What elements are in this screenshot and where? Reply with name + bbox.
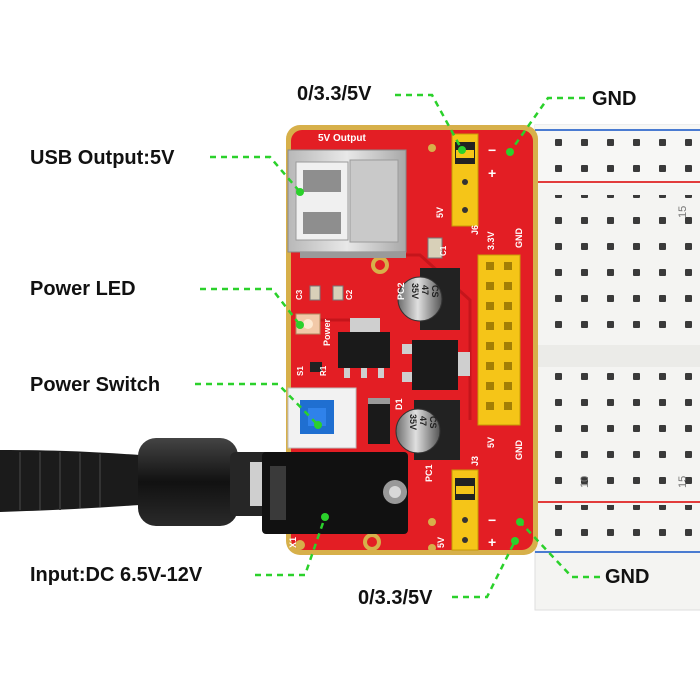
cap-bottom-text-cs: CS	[428, 416, 438, 429]
silk-power: Power	[322, 318, 332, 346]
leader-bottom-gnd	[519, 521, 600, 579]
silk-plus-top: +	[488, 165, 496, 181]
silk-j6: J6	[470, 225, 480, 235]
silk-gnd-top: GND	[514, 228, 524, 249]
row-number-15-bottom: 15	[677, 476, 689, 488]
capacitor-top	[397, 268, 460, 330]
cap-top-text-cs: CS	[430, 285, 440, 298]
silk-minus-top: −	[488, 142, 496, 158]
silk-3v3: 3.3V	[486, 231, 496, 250]
silk-x1: X1	[288, 537, 298, 548]
usb-port	[287, 149, 407, 258]
leader-power-led	[200, 287, 301, 326]
leader-power-switch	[195, 382, 319, 426]
breadboard: 15 10 15	[534, 124, 700, 611]
silk-c2: C2	[345, 289, 354, 300]
callout-top-voltage: 0/3.3/5V	[297, 83, 372, 105]
silk-5v-top: 5V	[435, 207, 445, 218]
diode	[368, 398, 390, 444]
callout-bottom-gnd: GND	[605, 566, 650, 588]
callout-usb-output: USB Output:5V	[30, 147, 175, 169]
silk-c1: C1	[439, 245, 448, 256]
power-switch-component	[287, 387, 357, 449]
callout-lines	[195, 93, 600, 599]
cap-bottom-text-35v: 35V	[408, 414, 418, 430]
silk-5v-right: 5V	[486, 437, 496, 448]
callout-dots	[296, 146, 524, 545]
callout-power-switch: Power Switch	[30, 374, 161, 396]
callout-input-dc: Input:DC 6.5V-12V	[30, 564, 203, 586]
callout-power-led: Power LED	[30, 278, 136, 300]
leader-top-gnd	[508, 96, 585, 153]
row-number-10: 10	[579, 476, 591, 488]
silk-usb-header: 5V Output	[318, 133, 366, 144]
dc-power-jack	[0, 438, 408, 534]
callout-bottom-voltage: 0/3.3/5V	[358, 587, 433, 609]
callout-top-gnd: GND	[592, 88, 637, 110]
regulator-right	[402, 340, 470, 390]
capacitor-bottom	[395, 400, 460, 460]
bottom-jumper-header	[451, 469, 479, 551]
voltage-regulator	[338, 318, 390, 378]
pin-header-right	[477, 254, 521, 426]
silk-pc2: PC2	[396, 282, 406, 300]
leader-input-dc	[255, 516, 327, 577]
power-led	[295, 313, 321, 335]
row-number-15-top: 15	[677, 206, 689, 218]
silk-gnd-bottom: GND	[514, 440, 524, 461]
leader-usb-output	[210, 155, 301, 193]
silk-c3: C3	[295, 289, 304, 300]
silk-j3: J3	[470, 456, 480, 466]
leader-top-voltage	[395, 93, 464, 151]
silk-plus-bottom: +	[488, 534, 496, 550]
silk-s1: S1	[296, 366, 305, 376]
smd-components	[309, 237, 443, 372]
cap-bottom-text-47: 47	[418, 416, 428, 426]
cap-top-text-47: 47	[420, 285, 430, 295]
silk-r1: R1	[319, 365, 328, 376]
silk-pc1: PC1	[424, 464, 434, 482]
silk-minus-bottom: −	[488, 512, 496, 528]
leader-bottom-voltage	[452, 540, 517, 599]
silk-5v-bottom: 5V	[436, 537, 446, 548]
silk-d1: D1	[394, 398, 404, 410]
cap-top-text-35v: 35V	[410, 283, 420, 299]
